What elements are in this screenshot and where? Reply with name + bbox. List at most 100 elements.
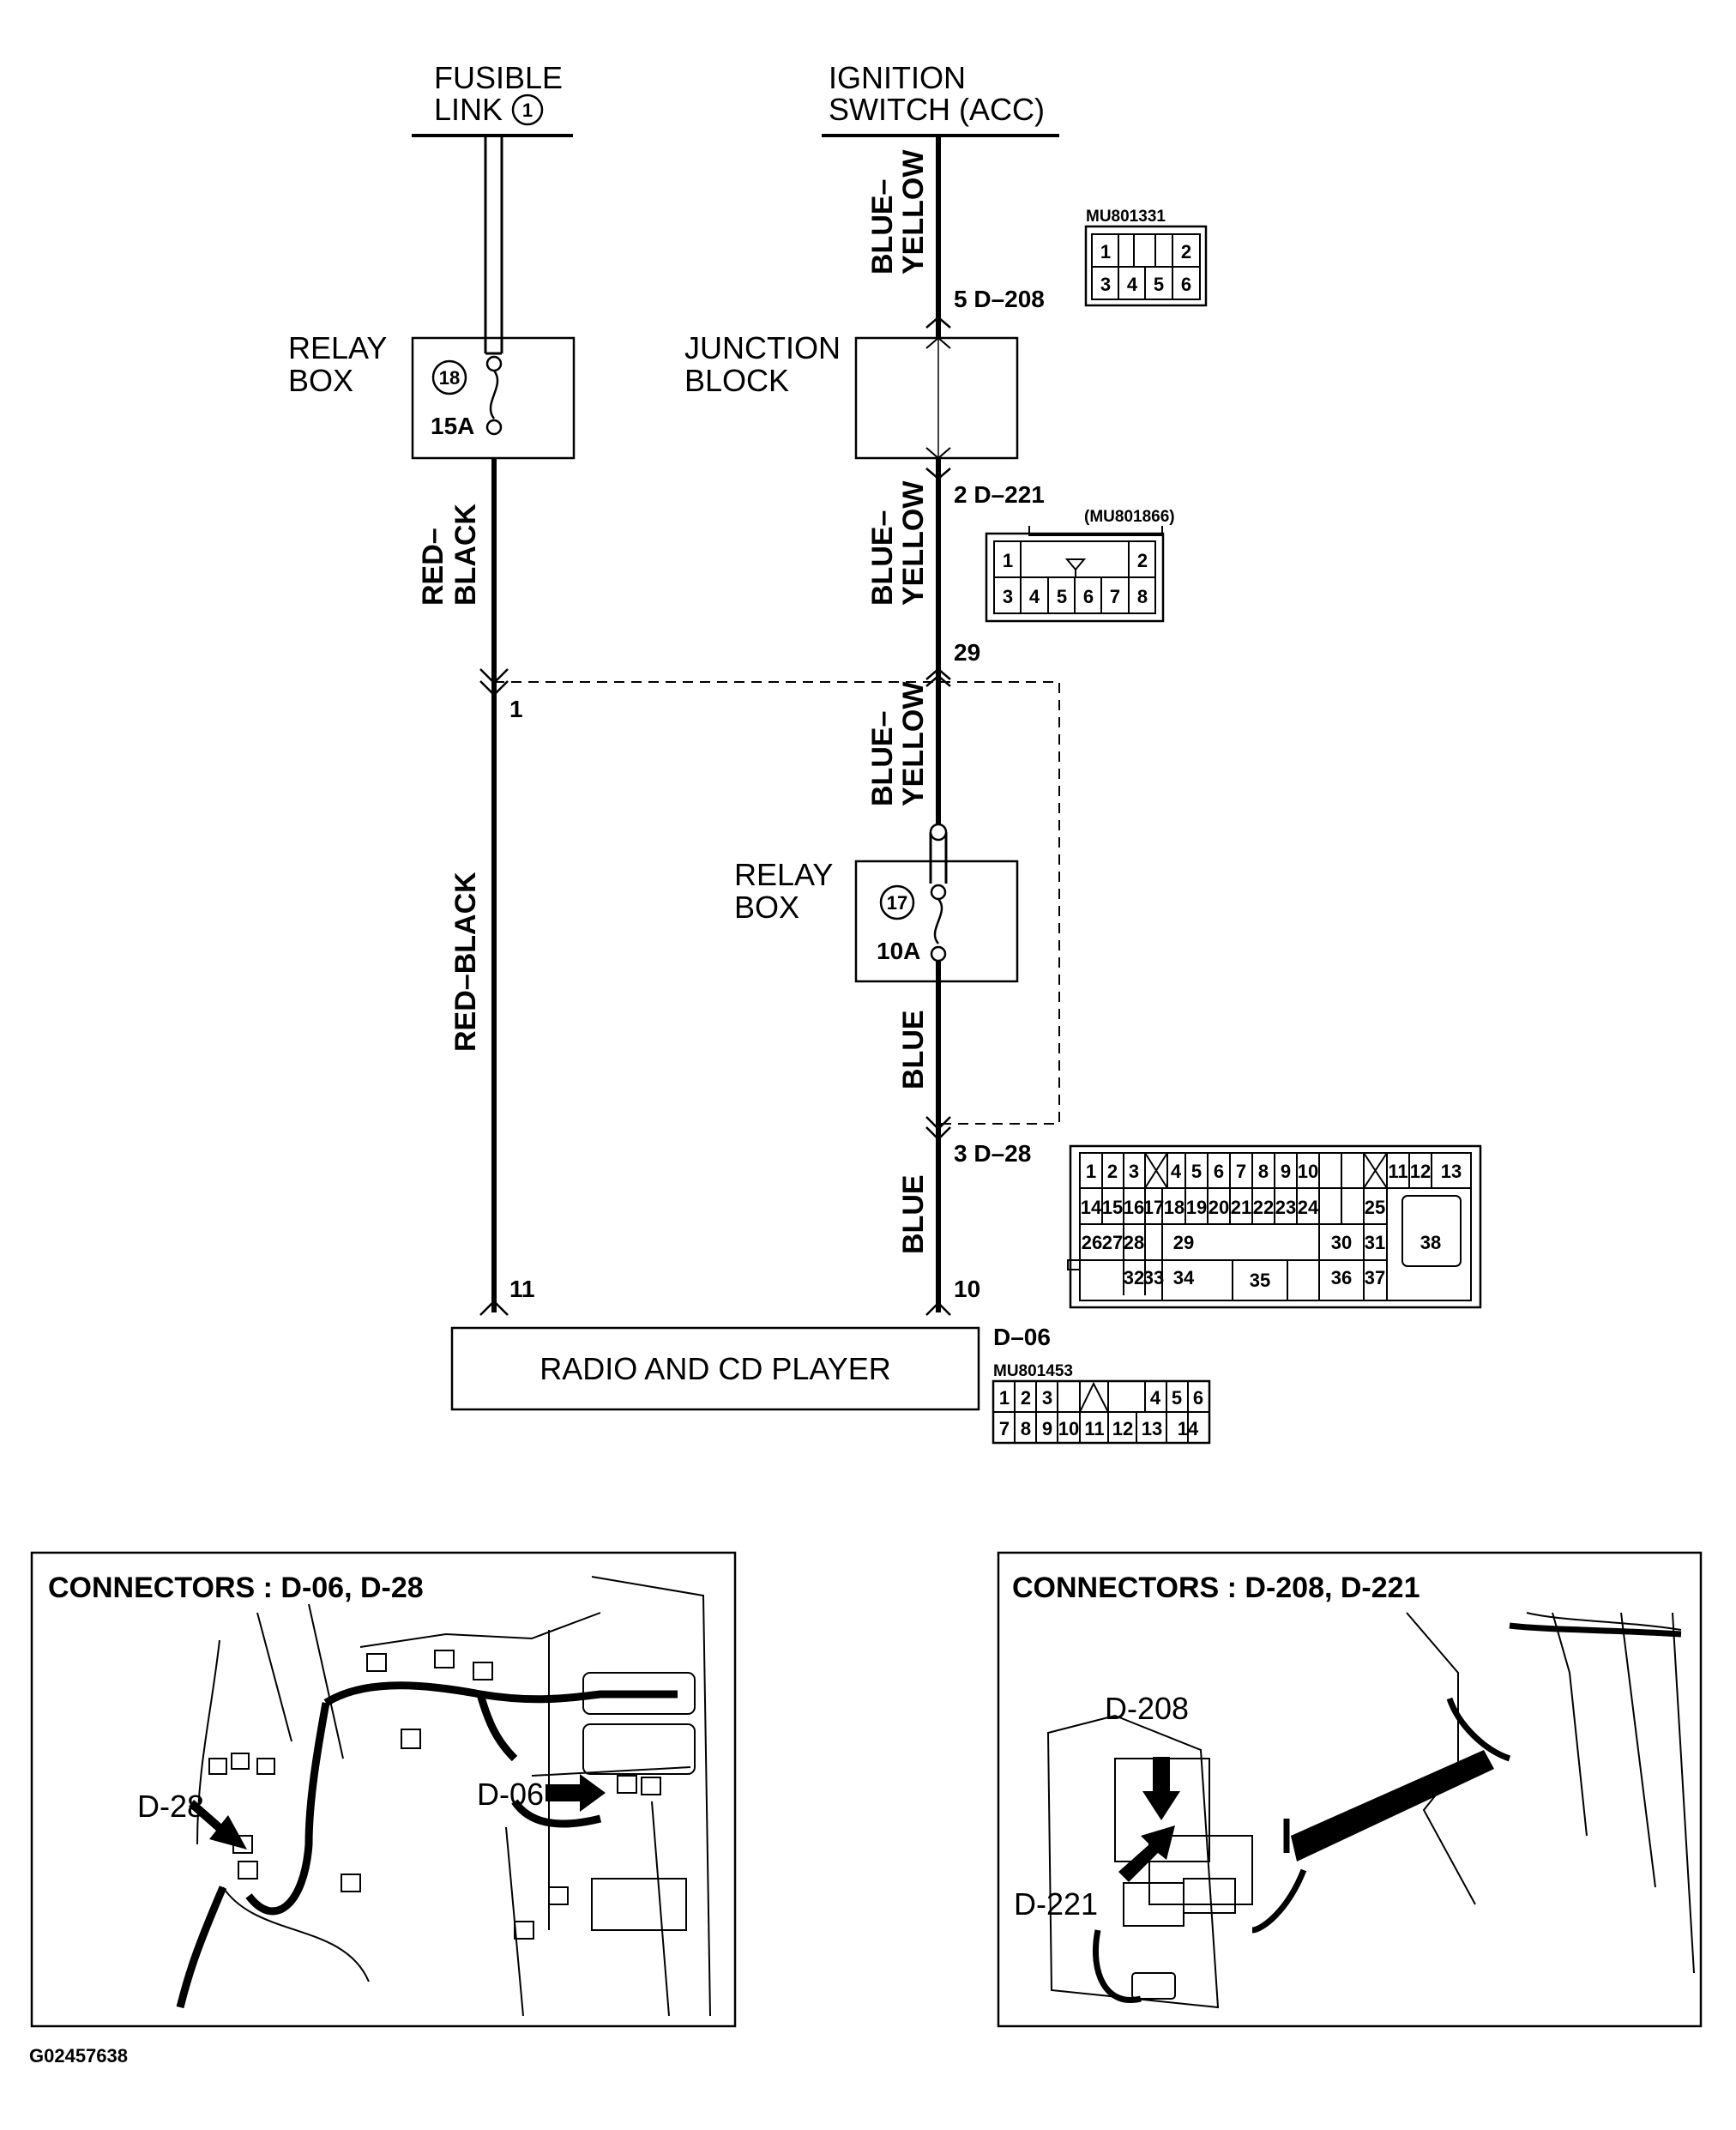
svg-text:1: 1 [1086,1161,1096,1182]
svg-text:14: 14 [1178,1418,1199,1439]
terminal-2-d221: 2 D–221 [954,481,1045,508]
svg-text:1: 1 [1003,550,1013,571]
svg-text:16: 16 [1124,1197,1144,1218]
junction-block-label-1: JUNCTION [684,330,841,365]
wire-label-red-black-2a: RED– [417,528,449,606]
radio-cd-player-box [450,1326,980,1411]
fuse-no-18-circle [431,359,467,395]
svg-text:27: 27 [1102,1232,1123,1253]
arrow-d221 [1118,1825,1175,1882]
connector-d208-outline [1084,225,1208,307]
right-panel-title: CONNECTORS : D-208, D-221 [1012,1572,1420,1604]
svg-text:11: 11 [1084,1418,1104,1439]
wire-label-blue-yellow-2b: YELLOW [897,480,930,606]
arrow-d28 [189,1800,247,1849]
zoom-wedge [1291,1750,1494,1861]
arrow-d06 [546,1774,606,1812]
part-mu801866: (MU801866) [1084,508,1175,526]
svg-text:25: 25 [1365,1197,1385,1218]
pins-d208: 1 2 3 4 5 6 [1100,241,1191,295]
part-mu801331: MU801331 [1086,208,1166,226]
callout-d06: D-06 [477,1777,544,1812]
connector-d221-outline [985,532,1165,623]
svg-text:15: 15 [1102,1197,1123,1218]
callout-d221: D-221 [1014,1886,1098,1922]
terminal-labels: 5 D–208 2 D–221 29 1 3 D–28 11 10 D–06 [509,286,1051,1350]
left-locator-panel [30,1551,737,2028]
fuse-no-17-circle [879,884,915,920]
svg-text:5: 5 [1191,1161,1202,1182]
svg-text:36: 36 [1331,1267,1352,1288]
svg-text:4: 4 [1150,1387,1161,1409]
fusible-link-no: 1 [522,100,533,121]
arrow-d208 [1142,1757,1180,1820]
svg-text:3: 3 [1129,1161,1139,1182]
svg-text:12: 12 [1112,1418,1133,1439]
svg-text:14: 14 [1081,1197,1102,1218]
svg-text:4: 4 [1127,274,1138,295]
svg-text:3: 3 [1100,274,1111,295]
svg-text:13: 13 [1142,1418,1162,1439]
fusible-label-1: FUSIBLE [434,60,563,95]
svg-text:7: 7 [1236,1161,1246,1182]
svg-text:12: 12 [1410,1161,1431,1182]
svg-text:23: 23 [1275,1197,1296,1218]
wire-label-blue-2: BLUE [897,1174,930,1254]
svg-text:8: 8 [1137,586,1148,607]
svg-text:31: 31 [1365,1232,1385,1253]
svg-text:11: 11 [1388,1161,1407,1182]
svg-text:17: 17 [1143,1197,1164,1218]
figure-id: G02457638 [29,2045,128,2067]
svg-text:10: 10 [1298,1161,1318,1182]
svg-text:6: 6 [1181,274,1191,295]
fusible-label-2: LINK [434,92,503,127]
svg-text:2: 2 [1107,1161,1118,1182]
svg-text:34: 34 [1173,1267,1195,1288]
source-labels: FUSIBLE LINK 1 IGNITION SWITCH (ACC) [434,60,1045,127]
junction-block-label-2: BLOCK [684,363,789,398]
fuse-15a: 15A [431,413,474,439]
callout-d208: D-208 [1105,1691,1189,1726]
svg-text:21: 21 [1231,1197,1251,1218]
terminal-11: 11 [509,1276,535,1302]
svg-text:32: 32 [1124,1267,1144,1288]
left-connector-blocks [208,1650,661,1940]
svg-text:26: 26 [1082,1232,1102,1253]
wire-label-blue-yellow-3b: YELLOW [897,681,930,806]
terminal-29: 29 [954,639,980,666]
terminal-5-d208: 5 D–208 [954,286,1045,312]
right-harness-sketch [1092,1622,1682,2003]
svg-text:1: 1 [999,1387,1010,1409]
svg-text:6: 6 [1214,1161,1224,1182]
relay-box-18-label-1: RELAY [288,330,387,365]
radio-cd-player-label: RADIO AND CD PLAYER [539,1351,890,1386]
connector-d28-outline [1069,1144,1482,1309]
wire-label-blue-1: BLUE [897,1010,930,1089]
wire-label-blue-yellow-2a: BLUE– [866,510,899,606]
svg-text:5: 5 [1057,586,1067,607]
svg-text:7: 7 [1110,586,1120,607]
terminal-3-d28: 3 D–28 [954,1140,1031,1167]
svg-text:5: 5 [1172,1387,1182,1409]
svg-text:4: 4 [1029,586,1040,607]
left-harness-sketch [176,1681,678,2009]
terminal-10: 10 [954,1276,980,1302]
svg-text:24: 24 [1298,1197,1319,1218]
svg-text:18: 18 [1164,1197,1184,1218]
dashed-harness-line [494,681,1060,1125]
pins-d28: 1 2 3 4 5 6 7 8 9 10 11 12 13 14 15 16 1… [1081,1161,1462,1291]
ignition-label-2: SWITCH (ACC) [829,92,1045,127]
ignition-label-1: IGNITION [829,60,966,95]
pins-d221: 1 2 3 4 5 6 7 8 [1003,550,1148,607]
pins-d06: 1 2 3 4 5 6 7 8 9 10 11 12 13 14 [999,1387,1203,1439]
wire-label-blue-yellow-3a: BLUE– [866,711,899,806]
svg-text:30: 30 [1331,1232,1352,1253]
callout-d28: D-28 [137,1789,204,1824]
svg-text:19: 19 [1186,1197,1207,1218]
wire-label-blue-yellow-1b: YELLOW [897,149,930,275]
fuse-10a: 10A [877,938,920,964]
wire-label-red-black: RED–BLACK [449,872,482,1052]
svg-text:3: 3 [1042,1387,1052,1409]
svg-text:2: 2 [1181,241,1191,262]
